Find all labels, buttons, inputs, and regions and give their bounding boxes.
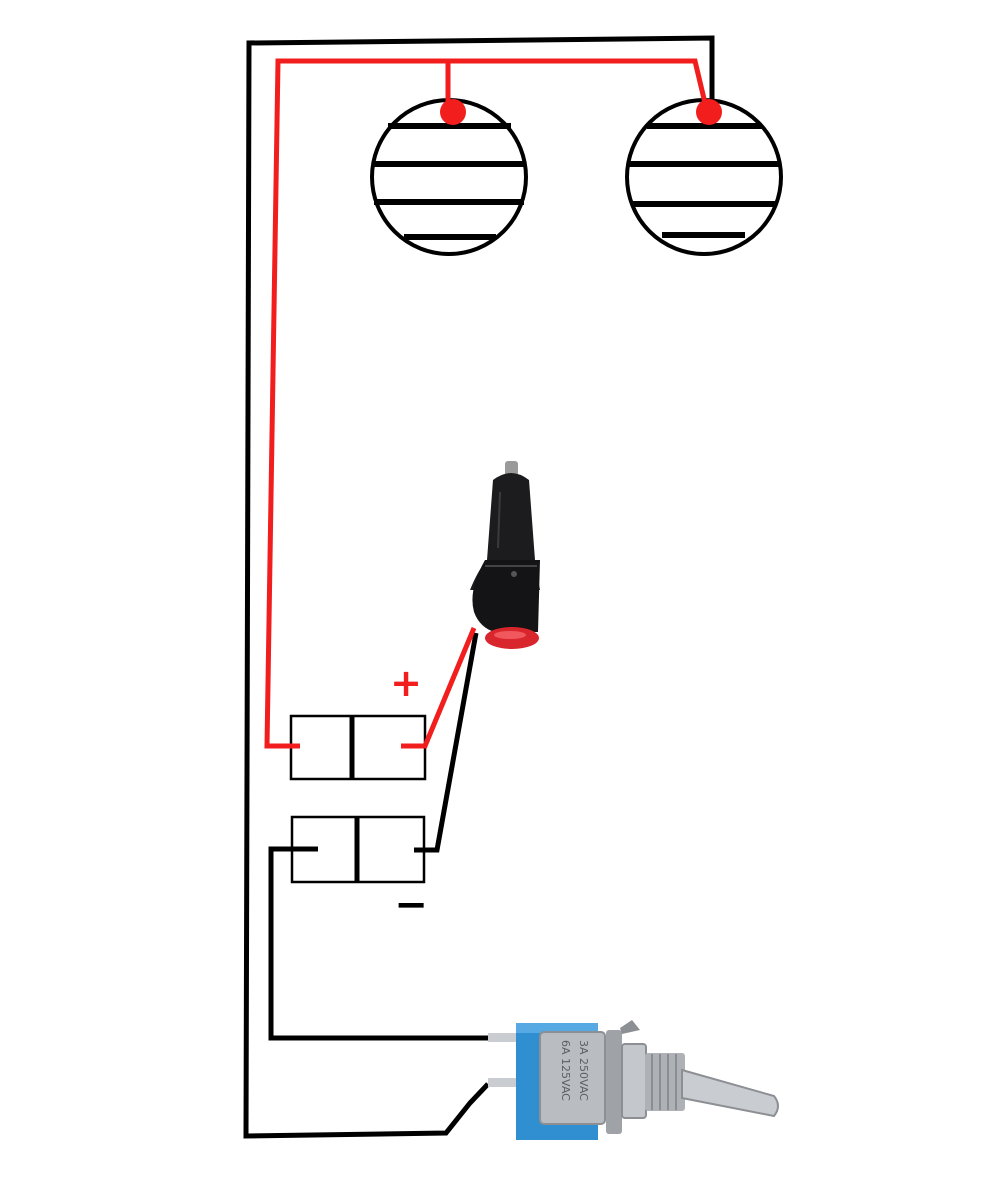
lamp-right-contact-dot [696,99,722,125]
wire-ground-loop [243,35,715,1139]
negative-wires [243,35,715,1139]
wire-plug-negative [414,632,479,853]
wire-lamp-feed [264,58,708,749]
switch-marking-line1: 6A 125VAC [559,1040,572,1101]
negative-label: − [394,882,428,928]
lamp-left-contact-dot [440,99,466,125]
toggle-switch-icon: 6A 125VAC 3A 250VAC [488,1020,779,1140]
positive-label: + [390,661,422,705]
cigarette-lighter-plug-icon [470,461,540,649]
positive-wires [264,58,708,749]
wire-switch-to-block [268,846,490,1041]
switch-marking-line2: 3A 250VAC [577,1040,590,1101]
wire-plug-positive [401,627,477,749]
